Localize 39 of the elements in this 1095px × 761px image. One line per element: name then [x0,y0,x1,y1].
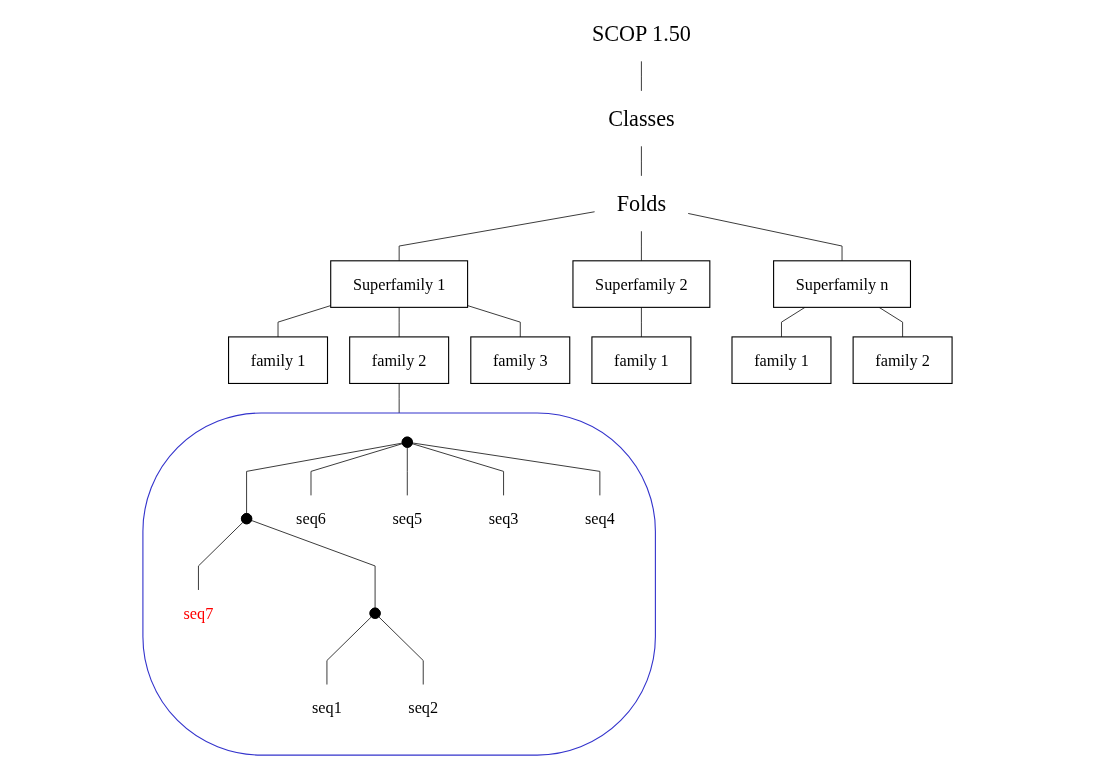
node-text: SCOP 1.50 [591,21,691,46]
connector [640,306,642,338]
connector [467,305,521,338]
node-text: seq1 [312,698,342,718]
connector [878,306,904,338]
node-text: seq4 [584,509,615,528]
connector [326,616,372,685]
node-box: family 1 [591,336,692,384]
connector [250,519,376,609]
node-text: seq3 [488,509,519,528]
connector [687,213,843,262]
connector [398,382,400,414]
node-box: Superfamily n [773,260,912,308]
connector [781,306,806,338]
connector [310,443,403,496]
node-box: family 2 [349,336,450,384]
connector [246,442,403,514]
node-box: family 3 [470,336,571,384]
node-box: family 2 [852,336,953,384]
node-text: seq5 [392,509,423,528]
node-box: Superfamily 2 [572,260,711,308]
node-text: seq6 [296,509,326,528]
node-box: family 1 [228,336,329,384]
connector [406,446,408,496]
connector [411,443,505,496]
connector [197,521,244,591]
node-box: Superfamily 1 [330,260,469,308]
node-box: family 1 [731,336,832,384]
connector [398,306,400,338]
node-text: Classes [608,106,675,131]
node-text: Folds [616,191,667,216]
connector [411,442,601,496]
connector [378,616,424,685]
node-text: seq2 [408,698,439,718]
connector [398,211,596,262]
connector [640,230,642,262]
node-text: seq7 [183,603,214,623]
connector [640,60,642,92]
connector [640,145,642,177]
